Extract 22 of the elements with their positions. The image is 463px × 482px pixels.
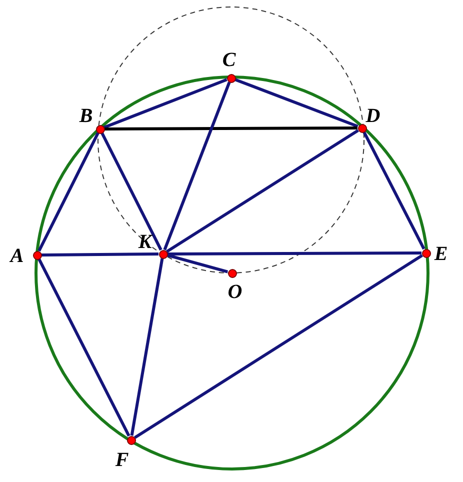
line-segment	[38, 258, 130, 437]
line-segment	[134, 254, 423, 439]
line-segment	[100, 132, 162, 251]
line-segment	[234, 78, 358, 128]
point-label: E	[434, 244, 448, 264]
line-segment	[38, 132, 100, 252]
line-segment	[130, 258, 164, 436]
point-label: B	[79, 106, 93, 126]
line-segment	[104, 126, 358, 130]
point-label: F	[115, 450, 129, 470]
line-segment	[362, 131, 426, 250]
line-segment	[163, 82, 231, 250]
point-label: O	[228, 282, 242, 302]
point-label: D	[366, 106, 380, 126]
point-label: A	[10, 246, 24, 266]
line-segment	[41, 252, 159, 256]
point-label: C	[222, 50, 236, 70]
point-label: K	[138, 232, 152, 252]
line-segment	[166, 254, 228, 274]
line-segment	[166, 129, 359, 253]
line-segment	[104, 78, 228, 129]
line-segment	[168, 252, 422, 256]
